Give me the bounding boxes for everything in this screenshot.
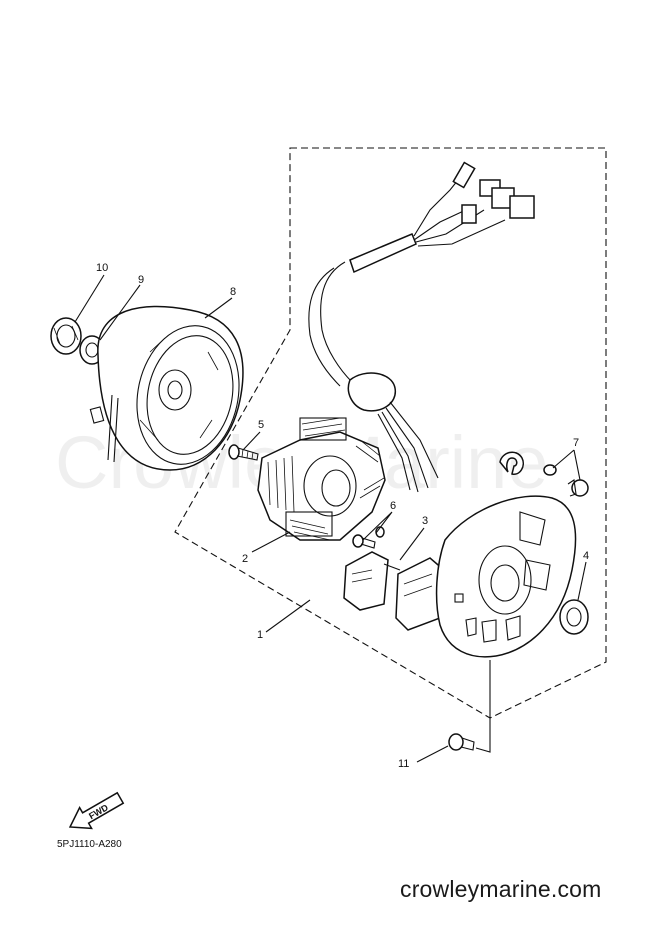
callout-10: 10 bbox=[96, 262, 108, 274]
grommet-part-4 bbox=[559, 599, 589, 635]
screw-part-5 bbox=[228, 444, 259, 461]
flywheel-rotor-part-8 bbox=[89, 305, 244, 471]
stator-coil-part-2 bbox=[257, 417, 386, 541]
callout-3: 3 bbox=[422, 515, 428, 527]
screws-part-6 bbox=[352, 526, 385, 549]
callout-5: 5 bbox=[258, 419, 264, 431]
callout-8: 8 bbox=[230, 286, 236, 298]
drawing-code: 5PJ1110-A280 bbox=[57, 839, 122, 850]
wire-harness bbox=[308, 161, 535, 493]
leader-lines bbox=[74, 274, 587, 763]
site-url: crowleymarine.com bbox=[400, 876, 602, 902]
callout-1: 1 bbox=[257, 629, 263, 641]
callout-11: 11 bbox=[398, 758, 409, 770]
callout-2: 2 bbox=[242, 553, 248, 565]
clamp-part-7 bbox=[499, 451, 589, 497]
fwd-arrow-icon: FWD bbox=[68, 791, 125, 830]
bolt-part-11 bbox=[448, 733, 475, 751]
stator-base-plate bbox=[435, 495, 577, 658]
callout-4: 4 bbox=[583, 550, 589, 562]
nut-part-10 bbox=[50, 317, 82, 355]
callout-6: 6 bbox=[390, 500, 396, 512]
pulser-coil-part-3 bbox=[343, 551, 445, 631]
callout-7: 7 bbox=[573, 437, 579, 449]
callout-9: 9 bbox=[138, 274, 144, 286]
